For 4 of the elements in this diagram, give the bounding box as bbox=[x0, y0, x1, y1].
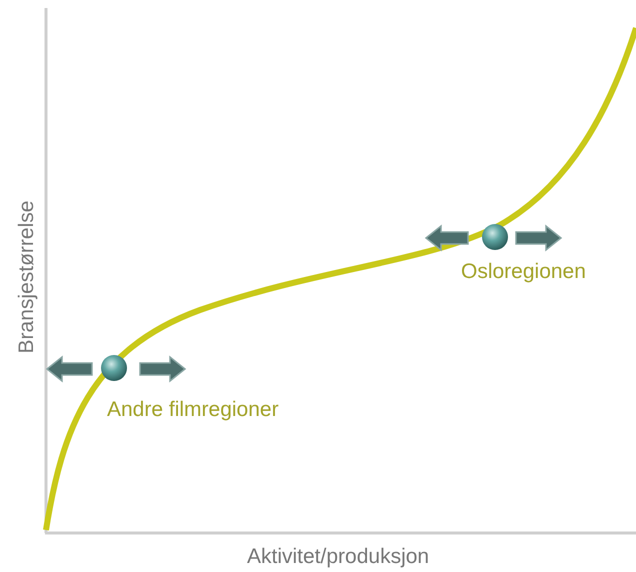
region-label: Andre filmregioner bbox=[107, 398, 279, 422]
axis-title: Bransjestørrelse bbox=[15, 200, 39, 356]
axis-title: Aktivitet/produksjon bbox=[247, 545, 430, 569]
region-label: Osloregionen bbox=[461, 260, 586, 284]
